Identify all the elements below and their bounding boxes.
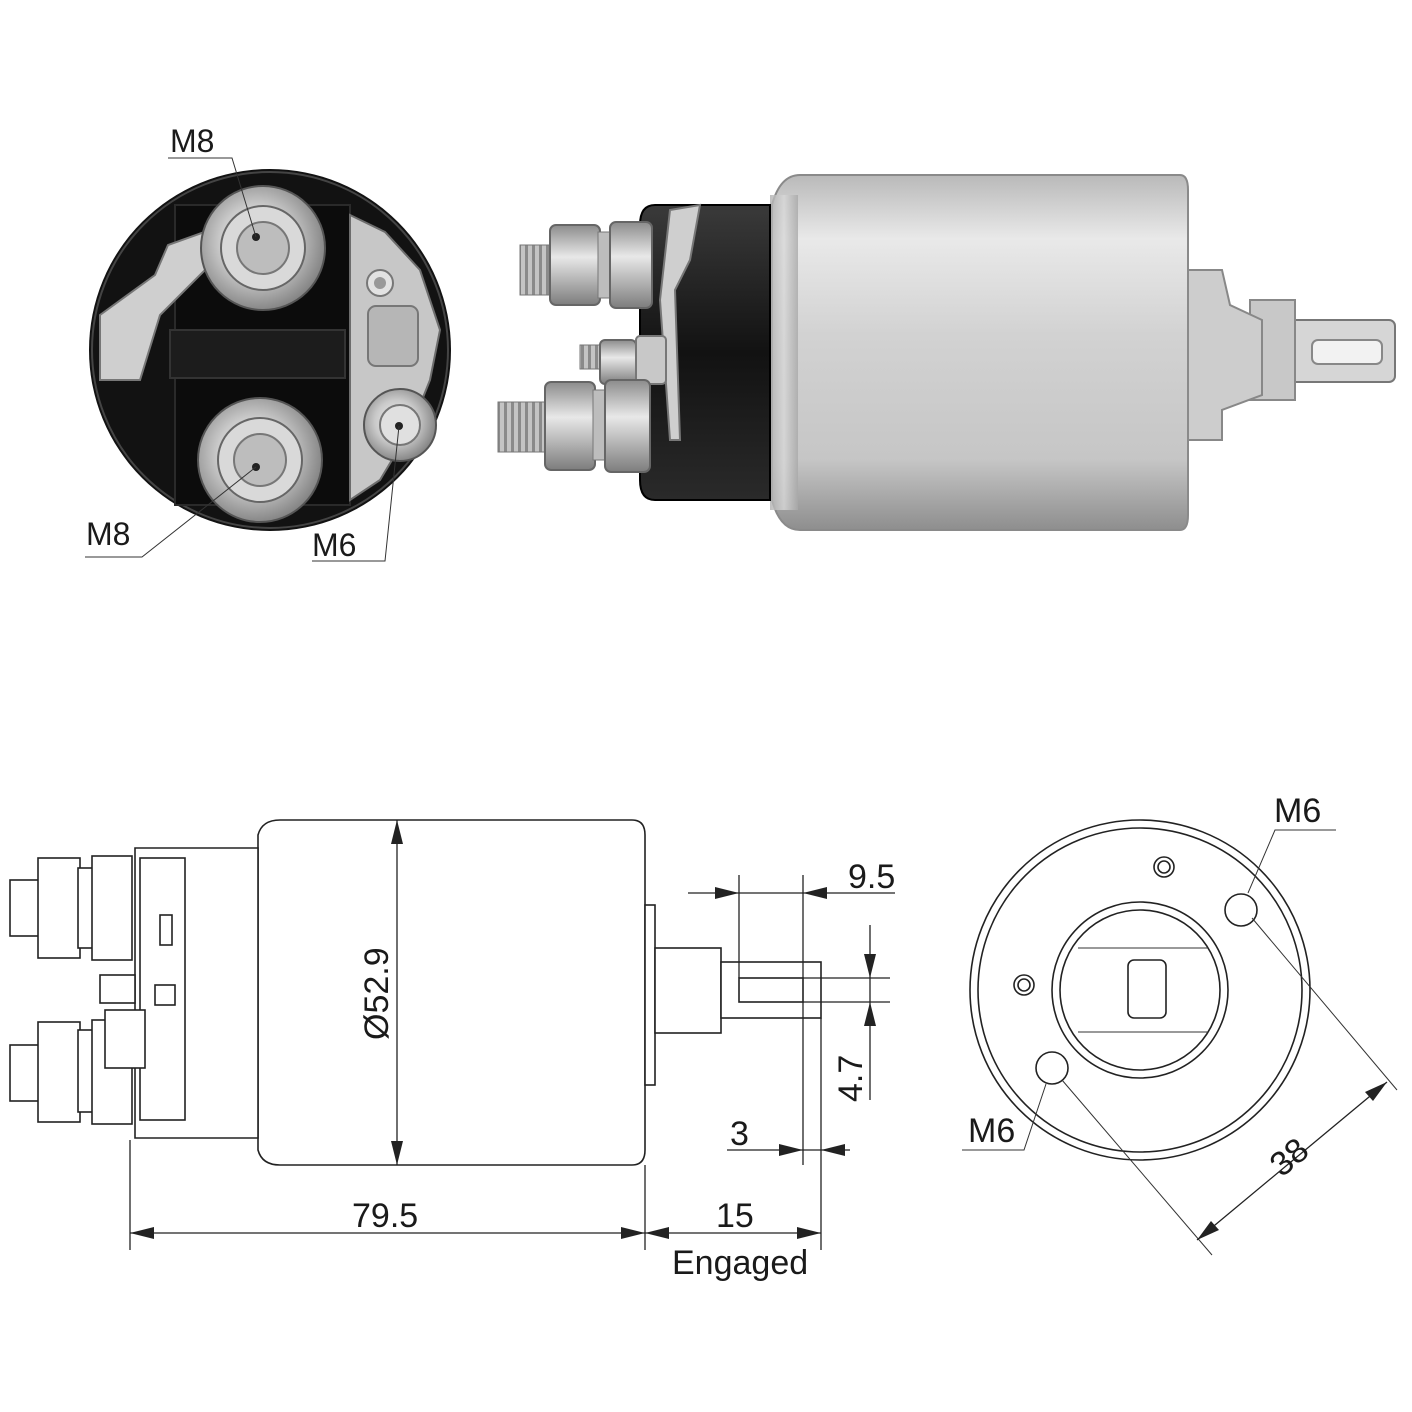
dim-body-length: 79.5 bbox=[352, 1197, 418, 1235]
end-view-drawing: 38 M6 M6 bbox=[962, 792, 1398, 1256]
dim-stroke-note: Engaged bbox=[672, 1244, 808, 1282]
dim-tab-hole: 4.7 bbox=[832, 1055, 870, 1102]
dim-stroke: 15 bbox=[716, 1197, 754, 1235]
dim-hole-spacing: 38 bbox=[1263, 1131, 1316, 1184]
callout-m6-lower: M6 bbox=[968, 1112, 1015, 1150]
m6-hole-lower bbox=[1035, 1051, 1069, 1085]
nut-upper-2 bbox=[609, 221, 653, 309]
callout-m8-top: M8 bbox=[170, 123, 214, 159]
m6-hole-upper bbox=[1224, 893, 1258, 927]
callout-m6-upper: M6 bbox=[1274, 792, 1321, 830]
dim-tab-offset: 3 bbox=[730, 1115, 749, 1153]
side-view-drawing: Ø52.9 79.5 15 Engaged 9.5 4.7 3 bbox=[9, 819, 895, 1282]
callout-m6: M6 bbox=[312, 527, 356, 563]
front-view-photo: M8 M8 M6 bbox=[85, 123, 451, 563]
callout-m8-bottom: M8 bbox=[86, 516, 130, 552]
nut-lower-2 bbox=[604, 379, 651, 473]
terminal-strap bbox=[99, 228, 217, 381]
side-view-photo bbox=[497, 174, 1396, 531]
dim-diameter: Ø52.9 bbox=[358, 947, 396, 1040]
nut-lower-1 bbox=[544, 381, 596, 471]
solenoid-can bbox=[771, 174, 1189, 531]
nut-upper-1 bbox=[549, 224, 601, 306]
drawing-body bbox=[257, 819, 646, 1166]
dim-tab-width: 9.5 bbox=[848, 858, 895, 896]
